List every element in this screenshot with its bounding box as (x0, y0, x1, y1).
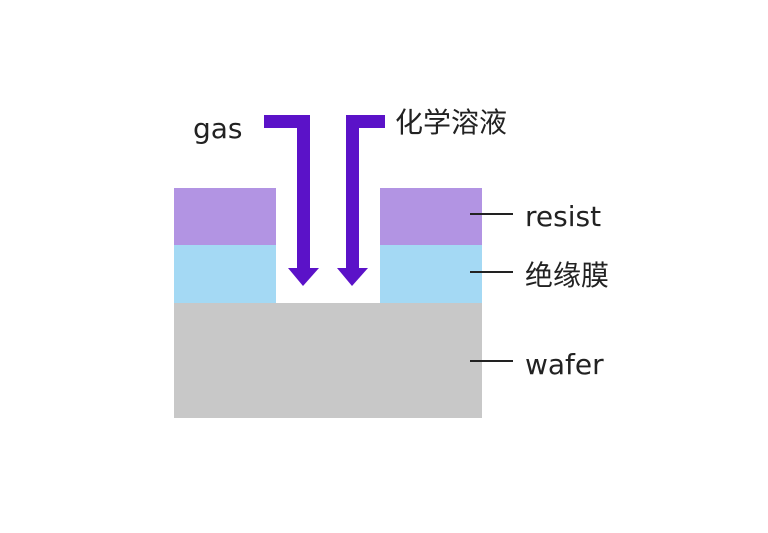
chemical-solution-label: 化学溶液 (395, 106, 507, 139)
wafer-layer (174, 303, 482, 418)
chemical-solution-arrow (337, 115, 385, 286)
insulating-film-label: 绝缘膜 (525, 259, 609, 292)
resist-right (380, 188, 482, 245)
insulating-film-left (174, 245, 276, 303)
insulating-film-right (380, 245, 482, 303)
wafer-label: wafer (525, 348, 604, 381)
gas-label: gas (193, 112, 243, 145)
gas-arrow (264, 115, 319, 286)
resist-label: resist (525, 200, 601, 233)
resist-left (174, 188, 276, 245)
